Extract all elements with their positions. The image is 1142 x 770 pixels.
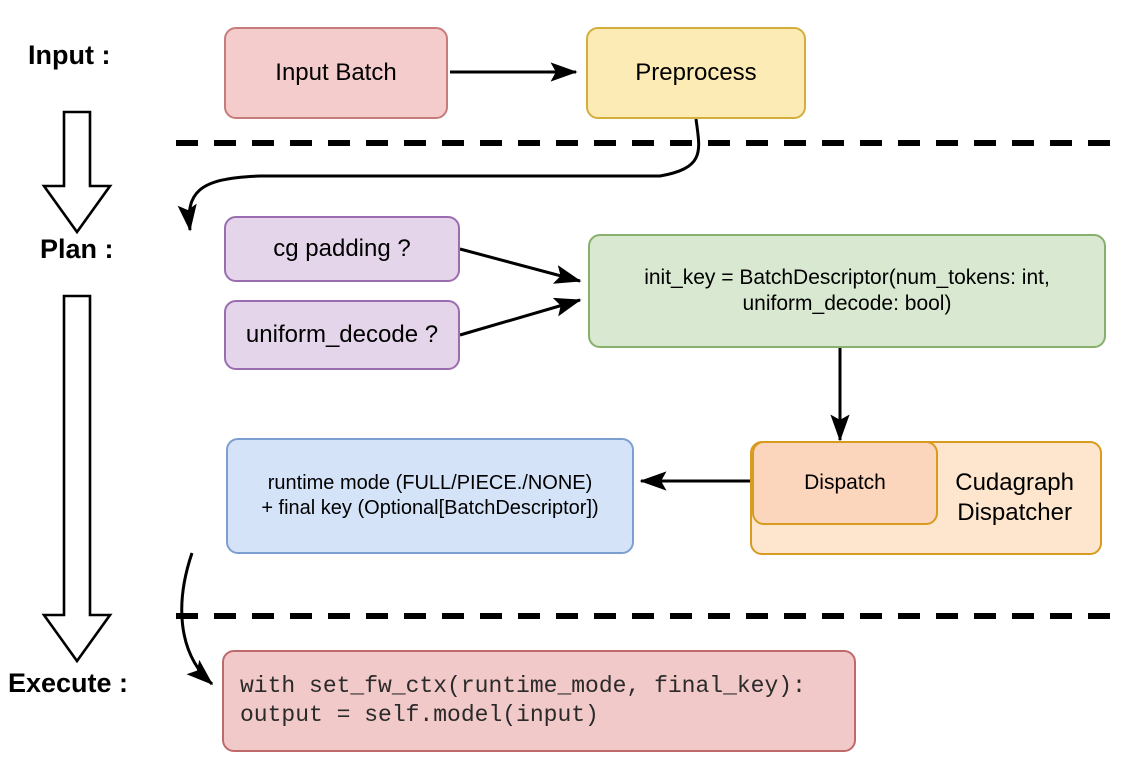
node-runtime-mode[interactable]: runtime mode (FULL/PIECE./NONE) + final … xyxy=(226,438,634,554)
node-uniform-decode[interactable]: uniform_decode ? xyxy=(224,300,460,370)
uniform-decode-to-init-key xyxy=(459,297,582,337)
input-to-plan-arrow xyxy=(41,110,113,235)
stage-label-plan: Plan : xyxy=(40,234,114,264)
node-code-block[interactable]: with set_fw_ctx(runtime_mode, final_key)… xyxy=(222,650,856,752)
node-input-batch[interactable]: Input Batch xyxy=(224,27,448,119)
stage-label-input: Input : xyxy=(28,40,111,70)
node-dispatch[interactable]: Dispatch xyxy=(752,441,938,525)
node-init-key[interactable]: init_key = BatchDescriptor(num_tokens: i… xyxy=(588,234,1106,348)
node-preprocess[interactable]: Preprocess xyxy=(586,27,806,119)
cg-padding-to-init-key xyxy=(459,247,582,284)
preprocess-to-cg-padding xyxy=(177,118,701,232)
stage-label-execute: Execute : xyxy=(8,668,129,698)
node-cg-padding[interactable]: cg padding ? xyxy=(224,216,460,282)
runtime-mode-to-code-block xyxy=(180,552,214,686)
plan-to-execute-arrow xyxy=(41,294,113,664)
